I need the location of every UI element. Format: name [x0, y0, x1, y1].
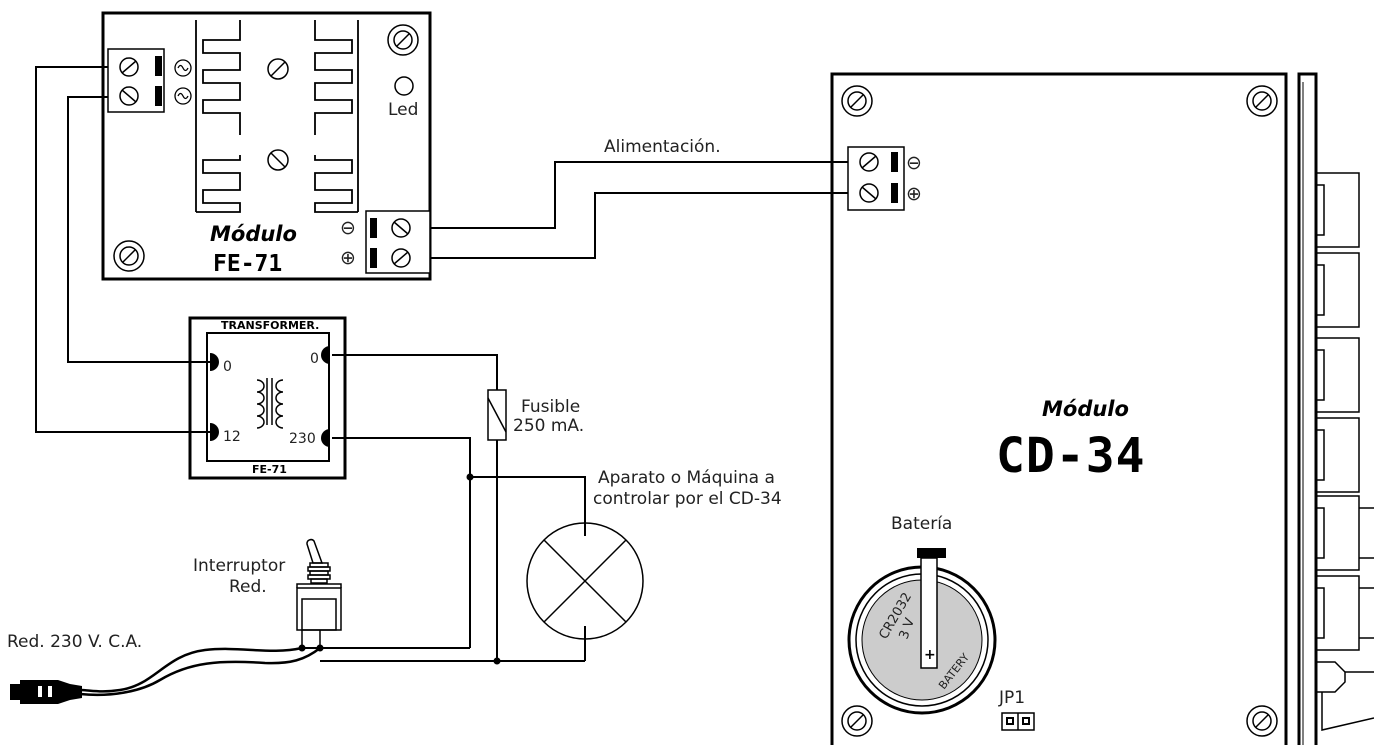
cd34-title: Módulo: [1042, 397, 1129, 421]
led-label: Led: [388, 100, 418, 120]
switch-label-line2: Red.: [229, 577, 267, 597]
cd34-plus-symbol: ⊕: [906, 183, 922, 205]
wire-primary-0: [332, 354, 498, 390]
plug-icon: [10, 680, 82, 704]
wire-primary-230: [332, 437, 471, 648]
transformer-coil-icon: [256, 378, 284, 429]
terminal-0-right: 0: [310, 351, 319, 367]
wire-lamp-top: [470, 476, 586, 536]
cd34-code: CD-34: [996, 428, 1146, 484]
fe71-minus-symbol: ⊖: [340, 217, 356, 239]
battery-icon: + CR2032 3 V BATERY: [847, 548, 997, 715]
wire-dc-minus: [430, 161, 848, 229]
battery-label: Batería: [891, 514, 952, 534]
terminal-12: 12: [223, 429, 241, 445]
cd34-mount-holes: [841, 85, 1278, 737]
fe71-plus-symbol: ⊕: [340, 247, 356, 269]
wire-dc-plus: [430, 192, 848, 259]
fe71-dc-terminal-block: [365, 210, 431, 274]
transformer: TRANSFORMER. FE-71 0 12 0 230: [188, 316, 347, 480]
fe71-mount-hole-bottom: [113, 240, 145, 272]
power-label: Alimentación.: [604, 137, 721, 157]
jumper-label: JP1: [998, 688, 1025, 708]
terminal-230: 230: [289, 431, 316, 447]
lamp-icon: [526, 522, 644, 640]
fe71-code: FE-71: [213, 251, 282, 277]
fuse-label-line1: Fusible: [521, 397, 580, 417]
fe71-mount-hole-top: [387, 24, 419, 56]
fe71-module: Led ⊖ ⊕ Módulo FE-71: [101, 11, 432, 281]
transformer-title: TRANSFORMER.: [221, 319, 319, 332]
transformer-model: FE-71: [252, 463, 287, 476]
device-label-line1: Aparato o Máquina a: [598, 468, 775, 488]
heatsink-right: [314, 20, 359, 213]
transformer-terminals: [210, 346, 330, 447]
fuse-label-line2: 250 mA.: [513, 416, 584, 436]
mains-cable: [79, 646, 321, 697]
battery-voltage: 3 V: [897, 616, 918, 641]
fe71-title: Módulo: [210, 222, 297, 246]
heatsink-screws: [267, 58, 289, 171]
ac-symbol-icon: [174, 59, 192, 105]
led-icon: [394, 76, 414, 96]
terminal-0-left: 0: [223, 359, 232, 375]
heatsink-left: [195, 20, 241, 213]
device-label-line2: controlar por el CD-34: [593, 489, 782, 509]
mains-label: Red. 230 V. C.A.: [7, 632, 142, 652]
cd34-minus-symbol: ⊖: [906, 152, 922, 174]
wire-ac2: [67, 96, 210, 363]
wires: [35, 66, 848, 662]
cd34-module: ⊖ ⊕ Módulo CD-34 Batería + CR2032 3 V BA…: [830, 72, 1374, 745]
side-connectors: [1315, 172, 1374, 731]
jumper-jp1: [1001, 712, 1035, 731]
switch-label-line1: Interruptor: [193, 556, 285, 576]
cd34-terminal-block: [847, 146, 905, 211]
fe71-ac-terminal-block: [107, 48, 165, 113]
toggle-switch-icon: [296, 538, 342, 648]
battery-plus: +: [924, 647, 936, 663]
wire-ac1: [35, 66, 210, 433]
